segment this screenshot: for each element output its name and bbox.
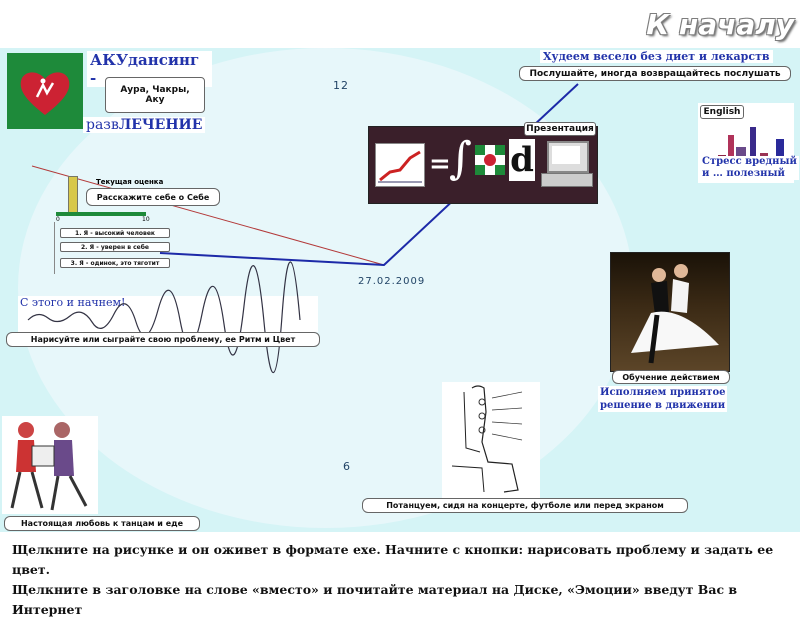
diet-title[interactable]: Худеем весело без диет и лекарств	[540, 50, 773, 63]
dance-blue-text: Исполняем принятое решение в движении	[598, 386, 728, 412]
footer-line-1: Щелкните на рисунке и он оживет в формат…	[12, 542, 774, 577]
dance-photo[interactable]	[610, 252, 730, 372]
logo-subtitle: Аура, Чакры, Аку	[105, 77, 205, 113]
letter-d: d	[509, 139, 535, 181]
assessment-button[interactable]: Расскажите себе о Себе	[86, 188, 220, 206]
date-label: 27.02.2009	[358, 276, 426, 287]
assessment-label: Текущая оценка	[96, 178, 164, 186]
footer-instructions: Щелкните на рисунке и он оживет в формат…	[12, 540, 792, 620]
english-label[interactable]: English	[700, 105, 744, 119]
concert-caption-button[interactable]: Потанцуем, сидя на концерте, футболе или…	[362, 498, 688, 513]
concert-drawing[interactable]	[442, 382, 540, 500]
couple-dancing-icon	[10, 422, 88, 511]
start-caption-button[interactable]: Нарисуйте или сыграйте свою проблему, ее…	[6, 332, 320, 347]
assessment-item-3[interactable]: 3. Я - одинок, это тяготит	[60, 258, 170, 268]
heart-icon	[20, 72, 70, 115]
logo-bottom: развЛЕЧЕНИЕ	[83, 117, 206, 133]
clock-6: 6	[343, 460, 351, 473]
back-to-start-link[interactable]: К началу	[646, 8, 794, 41]
love-drawing[interactable]	[2, 416, 98, 514]
mini-cross-icon	[475, 145, 505, 175]
presentation-image[interactable]: = ∫ d	[368, 126, 598, 204]
dance-caption-button[interactable]: Обучение действием	[612, 370, 730, 384]
rhythm-wave-icon	[27, 261, 301, 374]
diet-caption-button[interactable]: Послушайте, иногда возвращайтесь послуша…	[519, 66, 791, 81]
integral-icon: ∫	[449, 133, 472, 184]
dancers-icon	[631, 264, 719, 364]
english-caption: Стресс вредный и … полезный	[700, 156, 799, 180]
axis-start: 0	[56, 216, 60, 223]
logo-block[interactable]: АКУдансинг - Аура, Чакры, Аку развЛЕЧЕНИ…	[7, 51, 212, 135]
assessment-bar	[68, 176, 78, 214]
assessment-block[interactable]: Текущая оценка 0 10 Расскажите себе о Се…	[54, 172, 220, 276]
love-caption-button[interactable]: Настоящая любовь к танцам и еде	[4, 516, 200, 531]
logo-cross	[7, 53, 83, 129]
red-line	[31, 165, 385, 266]
presentation-label[interactable]: Презентация	[524, 122, 596, 136]
computer-icon	[541, 141, 593, 189]
axis-end: 10	[142, 216, 150, 223]
start-title: С этого и начнем!	[20, 296, 126, 309]
assessment-bracket	[54, 222, 59, 274]
assessment-item-1[interactable]: 1. Я - высокий человек	[60, 228, 170, 238]
chart-icon	[375, 143, 425, 187]
assessment-axis	[56, 212, 146, 216]
slide-canvas: АКУдансинг - Аура, Чакры, Аку развЛЕЧЕНИ…	[0, 48, 800, 532]
start-block[interactable]: С этого и начнем!	[18, 261, 318, 374]
equals-icon: =	[429, 149, 451, 179]
sitting-figure-icon	[451, 385, 523, 493]
assessment-item-2[interactable]: 2. Я - уверен в себе	[60, 242, 170, 252]
footer-line-2: Щелкните в заголовке на слове «вместо» и…	[12, 582, 738, 617]
clock-12: 12	[333, 79, 349, 92]
